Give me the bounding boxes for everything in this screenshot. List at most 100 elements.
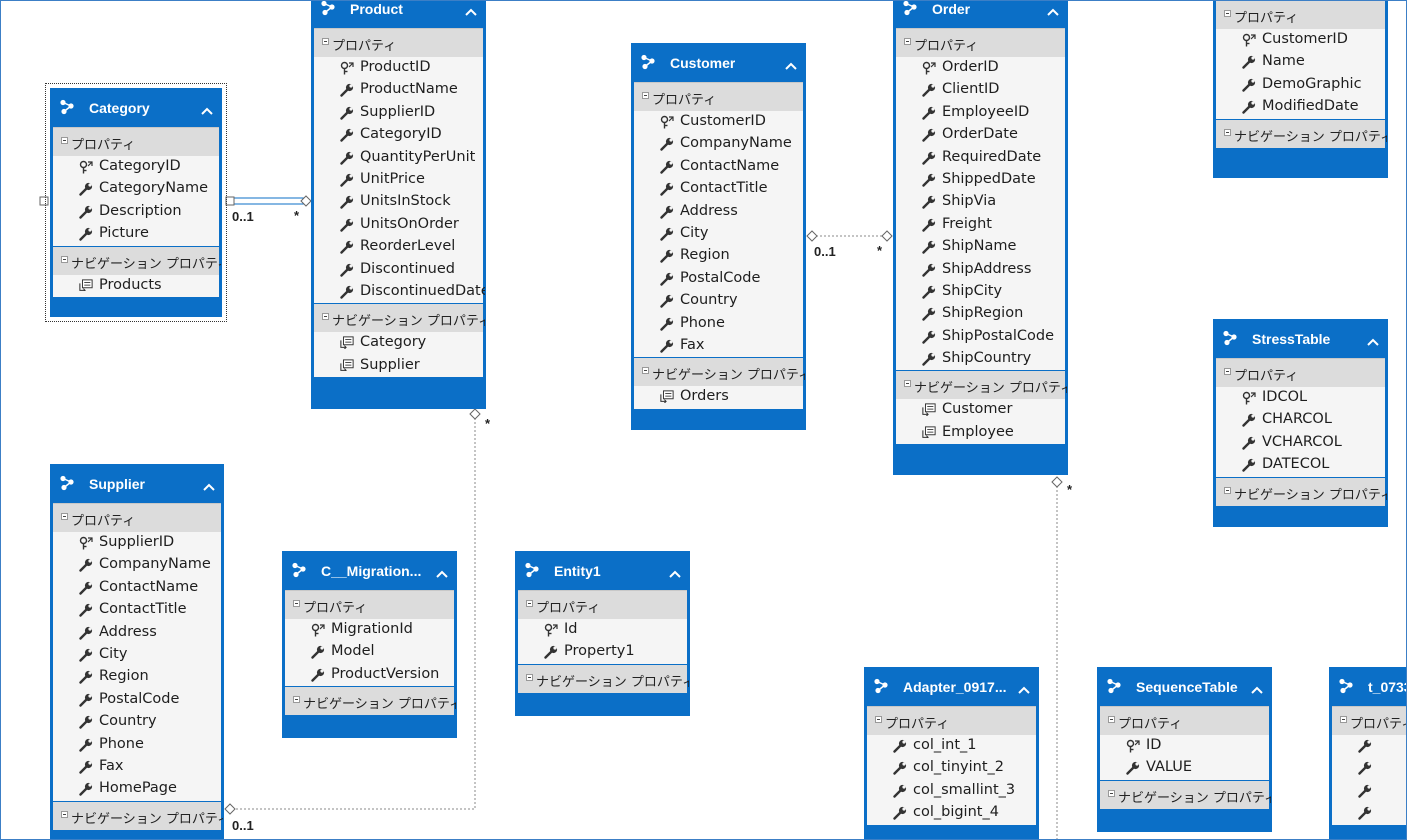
properties-section[interactable]: プロパティ	[1332, 706, 1406, 735]
entity-header[interactable]: C__Migration...	[285, 552, 454, 590]
property-row[interactable]	[1332, 802, 1406, 824]
chevron-up-icon[interactable]	[669, 565, 681, 578]
property-row[interactable]: ShipCountry	[896, 348, 1065, 370]
collapse-section-icon[interactable]	[322, 313, 329, 321]
property-row[interactable]: Country	[53, 711, 221, 733]
navigation-section[interactable]: ナビゲーション プロパティ	[285, 686, 456, 716]
property-row[interactable]: Model	[285, 641, 454, 663]
collapse-section-icon[interactable]	[1224, 486, 1231, 494]
property-row[interactable]: SupplierID	[314, 102, 483, 124]
collapse-section-icon[interactable]	[61, 810, 68, 818]
property-row[interactable]: VALUE	[1100, 757, 1269, 779]
chevron-up-icon[interactable]	[465, 3, 477, 16]
property-row[interactable]: ID	[1100, 735, 1269, 757]
chevron-up-icon[interactable]	[1251, 681, 1263, 694]
connector-end-diamond[interactable]	[806, 230, 818, 242]
collapse-section-icon[interactable]	[322, 38, 329, 45]
connector-end-diamond[interactable]	[1051, 476, 1063, 488]
navigation-property-row[interactable]: Category	[314, 332, 483, 354]
property-row[interactable]: Discontinued	[314, 259, 483, 281]
property-row[interactable]: ProductVersion	[285, 664, 454, 686]
chevron-up-icon[interactable]	[1367, 333, 1379, 346]
property-row[interactable]: col_tinyint_2	[867, 757, 1036, 779]
navigation-section[interactable]: ナビゲーション プロパティ	[1216, 476, 1387, 506]
property-row[interactable]: OrderDate	[896, 124, 1065, 146]
properties-section[interactable]: プロパティ	[634, 82, 803, 111]
property-row[interactable]: Picture	[53, 223, 219, 245]
collapse-section-icon[interactable]	[1224, 128, 1231, 136]
navigation-property-row[interactable]: Orders	[634, 386, 803, 408]
entity-header[interactable]: Entity1	[518, 552, 687, 590]
property-row[interactable]: RequiredDate	[896, 147, 1065, 169]
property-row[interactable]: ShipRegion	[896, 303, 1065, 325]
property-row[interactable]: UnitsOnOrder	[314, 214, 483, 236]
properties-section[interactable]: プロパティ	[518, 590, 687, 619]
collapse-section-icon[interactable]	[61, 255, 68, 263]
property-row[interactable]: ContactTitle	[53, 599, 221, 621]
entity-header[interactable]: Supplier	[53, 465, 221, 503]
property-row[interactable]: PostalCode	[53, 689, 221, 711]
chevron-up-icon[interactable]	[436, 565, 448, 578]
collapse-section-icon[interactable]	[61, 137, 68, 144]
collapse-section-icon[interactable]	[526, 600, 533, 607]
navigation-section[interactable]: ナビゲーション プロパティ	[1216, 118, 1387, 148]
collapse-section-icon[interactable]	[293, 600, 300, 607]
properties-section[interactable]: プロパティ	[1100, 706, 1269, 735]
property-row[interactable]: Phone	[53, 734, 221, 756]
navigation-section[interactable]: ナビゲーション プロパティ	[1100, 779, 1271, 809]
chevron-up-icon[interactable]	[1018, 681, 1030, 694]
property-row[interactable]: ContactTitle	[634, 178, 803, 200]
entity-header[interactable]: Customer	[634, 44, 803, 82]
property-row[interactable]: CompanyName	[53, 554, 221, 576]
property-row[interactable]	[1332, 735, 1406, 757]
collapse-section-icon[interactable]	[1224, 10, 1231, 17]
property-row[interactable]: Freight	[896, 214, 1065, 236]
property-row[interactable]: UnitPrice	[314, 169, 483, 191]
navigation-section[interactable]: ナビゲーション プロパティ	[896, 370, 1067, 400]
property-row[interactable]: Region	[634, 245, 803, 267]
property-row[interactable]: Property1	[518, 641, 687, 663]
navigation-property-row[interactable]: Supplier	[314, 355, 483, 377]
chevron-up-icon[interactable]	[785, 57, 797, 70]
entity-header[interactable]: t_0733	[1332, 668, 1406, 706]
collapse-section-icon[interactable]	[1108, 789, 1115, 797]
property-row[interactable]: col_bigint_4	[867, 802, 1036, 824]
property-row[interactable]: Phone	[634, 313, 803, 335]
property-row[interactable]: ModifiedDate	[1216, 96, 1385, 118]
entity-header[interactable]: SequenceTable	[1100, 668, 1269, 706]
property-row[interactable]: ProductName	[314, 79, 483, 101]
properties-section[interactable]: プロパティ	[1216, 1, 1385, 29]
connector-handle[interactable]	[225, 196, 235, 206]
property-row[interactable]: Description	[53, 201, 219, 223]
connector-end-diamond[interactable]	[469, 408, 481, 420]
property-row[interactable]: CategoryID	[314, 124, 483, 146]
property-row[interactable]: CHARCOL	[1216, 409, 1385, 431]
property-row[interactable]	[1332, 780, 1406, 802]
properties-section[interactable]: プロパティ	[867, 706, 1036, 735]
property-row[interactable]: OrderID	[896, 57, 1065, 79]
collapse-section-icon[interactable]	[61, 513, 68, 520]
property-row[interactable]: DiscontinuedDate	[314, 281, 485, 303]
properties-section[interactable]: プロパティ	[1216, 358, 1385, 387]
property-row[interactable]: DemoGraphic	[1216, 74, 1385, 96]
property-row[interactable]	[1332, 757, 1406, 779]
property-row[interactable]: Id	[518, 619, 687, 641]
property-row[interactable]: HomePage	[53, 778, 221, 800]
property-row[interactable]: CategoryName	[53, 178, 219, 200]
property-row[interactable]: City	[634, 223, 803, 245]
entity-header[interactable]: Category	[53, 89, 219, 127]
property-row[interactable]: PostalCode	[634, 268, 803, 290]
connector-end-diamond[interactable]	[224, 803, 236, 815]
entity-t0733[interactable]: t_0733プロパティ	[1329, 667, 1406, 839]
property-row[interactable]: ShippedDate	[896, 169, 1065, 191]
collapse-section-icon[interactable]	[1108, 716, 1115, 723]
collapse-section-icon[interactable]	[293, 696, 300, 704]
property-row[interactable]: ShipPostalCode	[896, 326, 1065, 348]
chevron-up-icon[interactable]	[1047, 3, 1059, 16]
property-row[interactable]: Country	[634, 290, 803, 312]
